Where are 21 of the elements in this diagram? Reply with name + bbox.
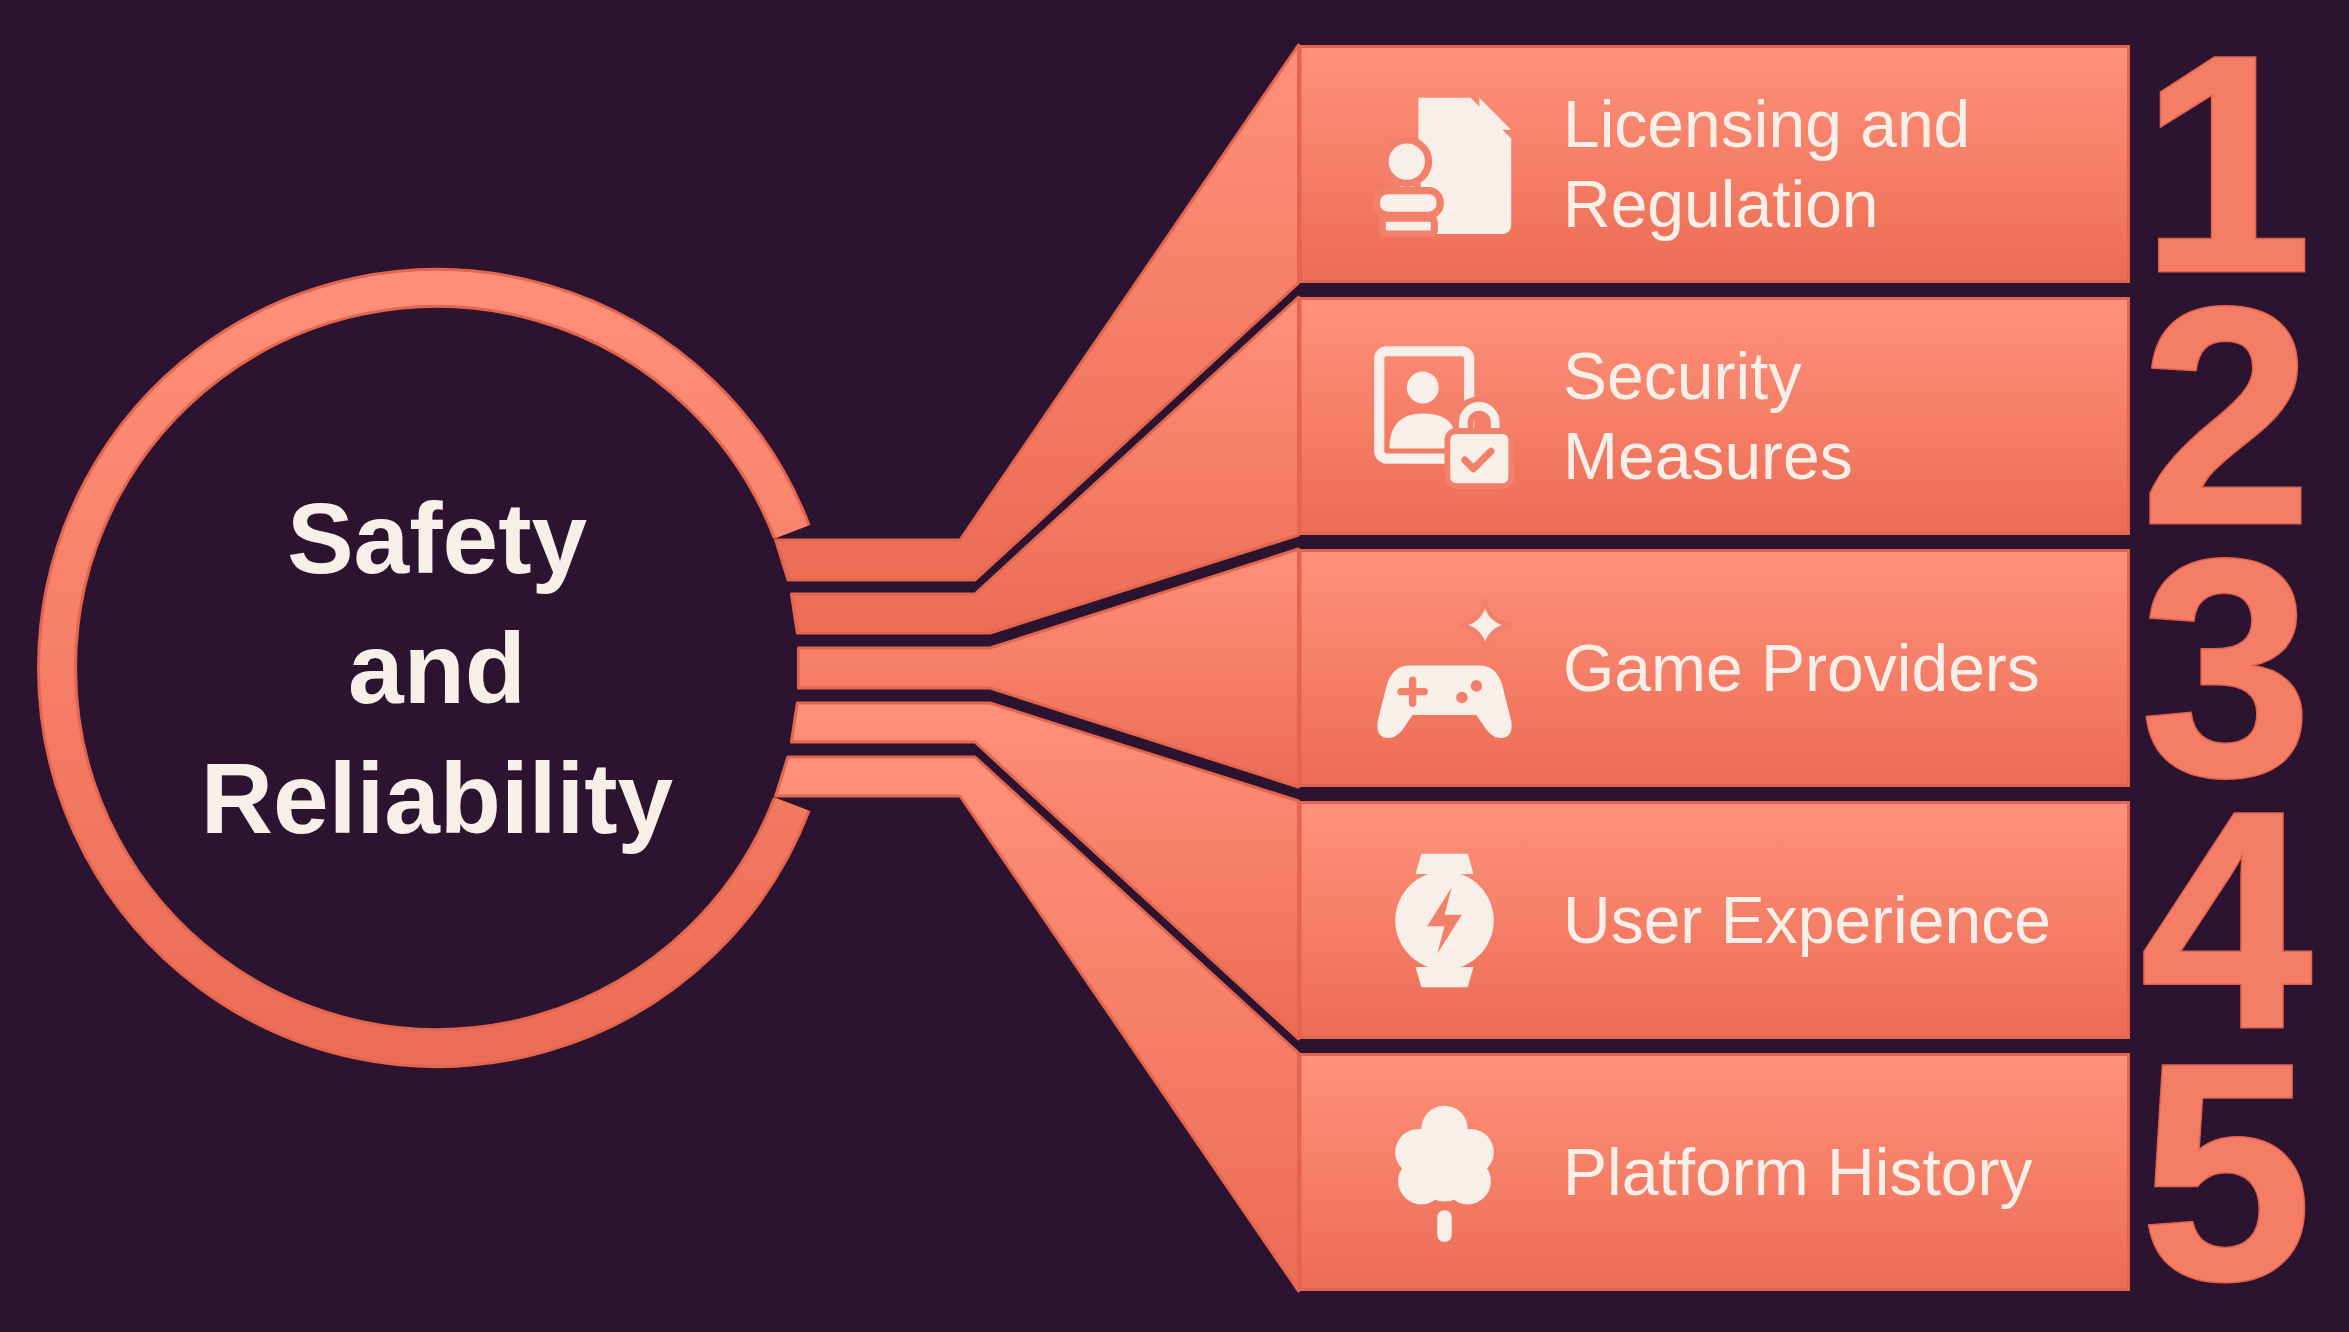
step-number: 3	[2140, 549, 2313, 787]
topic-label: Licensing and Regulation	[1563, 86, 1972, 243]
topic-label: User Experience	[1563, 882, 2051, 959]
banner-band	[1300, 45, 2130, 283]
step-number: 4	[2140, 801, 2313, 1039]
step-number: 1	[2140, 45, 2313, 283]
connector	[789, 295, 1300, 635]
step-number: 2	[2140, 297, 2313, 535]
topic-label: Game Providers	[1563, 630, 2040, 707]
connector	[796, 547, 1300, 789]
step-number: 5	[2140, 1053, 2313, 1291]
connector	[789, 701, 1300, 1041]
banner-band	[1300, 801, 2130, 1039]
banner-band	[1300, 549, 2130, 787]
banner-band	[1300, 297, 2130, 535]
center-title: Safety and Reliability	[199, 481, 675, 856]
banner-band	[1300, 1053, 2130, 1291]
connector	[774, 43, 1300, 582]
connector	[774, 755, 1300, 1293]
topic-label: Security Measures	[1563, 338, 1854, 495]
topic-label: Platform History	[1563, 1134, 2033, 1211]
